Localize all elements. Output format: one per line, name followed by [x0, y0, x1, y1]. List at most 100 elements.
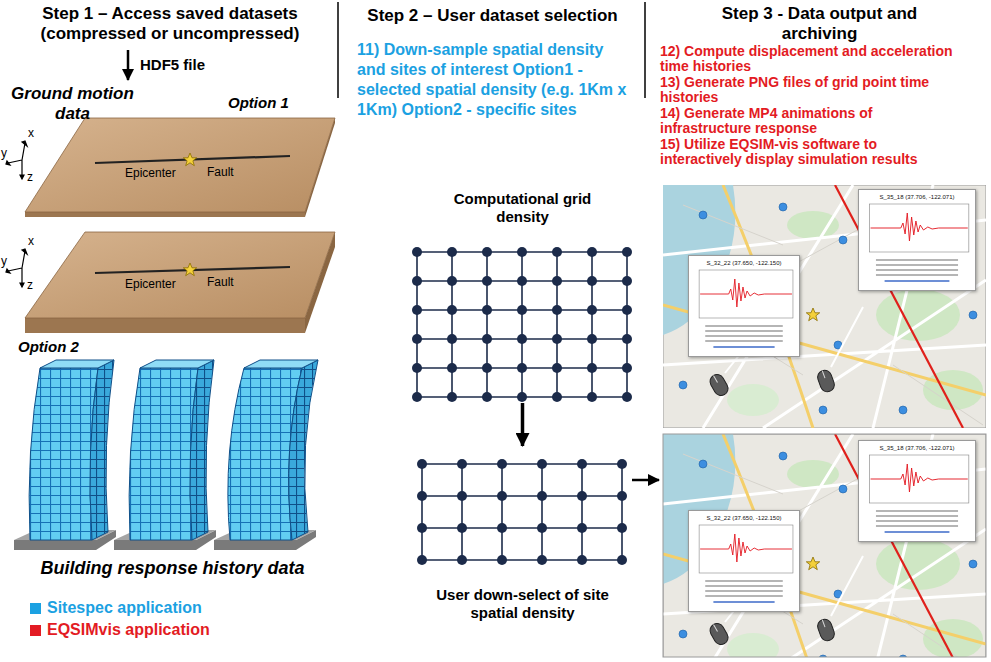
grid-point — [537, 523, 547, 533]
grid-point — [412, 276, 422, 286]
time-history-plot — [693, 267, 795, 353]
column-dividers-part — [644, 2, 646, 98]
grid-line — [421, 464, 423, 560]
plot-frame — [869, 455, 968, 503]
grid-point — [552, 392, 562, 402]
slab-option-1-part — [305, 118, 335, 217]
slab-option-2-part — [95, 267, 290, 273]
table-row — [885, 531, 950, 533]
grid-line — [417, 251, 627, 253]
map-screenshot — [663, 185, 986, 428]
grid-point — [622, 334, 632, 344]
trace — [871, 213, 968, 241]
grid-line — [416, 252, 418, 397]
grid-line — [581, 464, 583, 560]
trace — [700, 534, 792, 562]
buildings-part-part — [114, 530, 216, 550]
axis-label: z — [27, 278, 33, 292]
table-row — [705, 580, 783, 582]
table-row — [876, 274, 958, 276]
station-popup: S_32_22 (37.650, -122.150) — [688, 510, 800, 612]
axes-option-2-part — [6, 249, 27, 287]
grid-point — [497, 555, 507, 565]
grid-point — [482, 392, 492, 402]
grid-line — [417, 338, 627, 340]
grid-point — [457, 491, 467, 501]
slab-option-2-part — [183, 263, 196, 276]
grid-line — [626, 252, 628, 397]
legend-row: Sitespec application — [30, 598, 202, 618]
slab-option-1-part — [95, 156, 290, 163]
buildings — [14, 360, 318, 550]
grid-point — [482, 334, 492, 344]
step-heading: Step 3 - Data output and archiving — [712, 4, 927, 44]
buildings-part-part — [40, 360, 114, 368]
grid-point — [617, 491, 627, 501]
step-item: 15) Utilize EQSIM-vis software to intera… — [660, 137, 960, 167]
grid-point — [577, 491, 587, 501]
grid-figure: Computational grid density — [395, 188, 650, 403]
buildings-part-part — [140, 360, 214, 368]
to-output-arrow — [632, 479, 659, 482]
grid-line — [422, 463, 622, 465]
grid-point — [517, 363, 527, 373]
grid-point — [587, 247, 597, 257]
grid-point — [447, 363, 457, 373]
table-row — [705, 595, 783, 597]
table-row — [705, 590, 783, 592]
axis-label: y — [1, 254, 7, 268]
grid-figures — [412, 247, 632, 565]
grid-line — [422, 527, 622, 529]
buildings-part — [214, 360, 318, 550]
grid-point — [457, 555, 467, 565]
grid-line — [422, 495, 622, 497]
table-row — [705, 330, 783, 332]
legend-row: EQSIMvis application — [30, 620, 210, 640]
table-row — [876, 515, 958, 517]
grid-point — [622, 247, 632, 257]
time-history-plot — [863, 452, 971, 538]
grid-line — [486, 252, 488, 397]
hdf5-arrow — [127, 50, 130, 80]
step-description: 11) Down-sample spatial density and site… — [357, 40, 632, 120]
step-heading: Step 1 – Access saved datasets (compress… — [5, 4, 335, 44]
grid-point — [622, 392, 632, 402]
epicenter-label: Epicenter — [125, 166, 176, 180]
popup-title: S_32_22 (37.650, -122.150) — [693, 259, 795, 267]
buildings-part-part — [129, 368, 198, 540]
step-item: 14) Generate MP4 animations of infrastru… — [660, 106, 960, 136]
table-row — [713, 346, 774, 348]
slab-option-1-part — [183, 153, 196, 166]
grid-point — [577, 459, 587, 469]
plot-frame — [699, 270, 793, 318]
grid-point — [517, 305, 527, 315]
grid-point — [482, 305, 492, 315]
buildings-part-part — [190, 360, 214, 540]
grid-point — [552, 276, 562, 286]
grid-line — [417, 367, 627, 369]
grid-point — [497, 491, 507, 501]
figure-caption: Computational grid density — [435, 190, 610, 226]
grid-figure: User down-select of site spatial density — [395, 446, 650, 624]
grid-line — [521, 252, 523, 397]
grid-line — [541, 464, 543, 560]
popup-title: S_35_18 (37.706, -122.071) — [863, 444, 971, 452]
flow-arrow — [521, 403, 525, 446]
grid-point — [587, 363, 597, 373]
slab-option-1-part — [25, 118, 335, 212]
table-row — [713, 601, 774, 603]
grid-point — [552, 363, 562, 373]
table-row — [705, 340, 783, 342]
grid-point — [412, 363, 422, 373]
grid-point — [412, 247, 422, 257]
time-history-plot — [863, 201, 971, 287]
slab-option-1 — [25, 118, 335, 217]
axis-label: x — [28, 126, 34, 140]
station-popup: S_32_22 (37.650, -122.150) — [688, 255, 800, 357]
grid-point — [447, 247, 457, 257]
grid-point — [517, 334, 527, 344]
buildings-part-part — [244, 360, 318, 368]
table-row — [876, 510, 958, 512]
section-label: Building response history data — [5, 558, 340, 579]
grid-line — [451, 252, 453, 397]
